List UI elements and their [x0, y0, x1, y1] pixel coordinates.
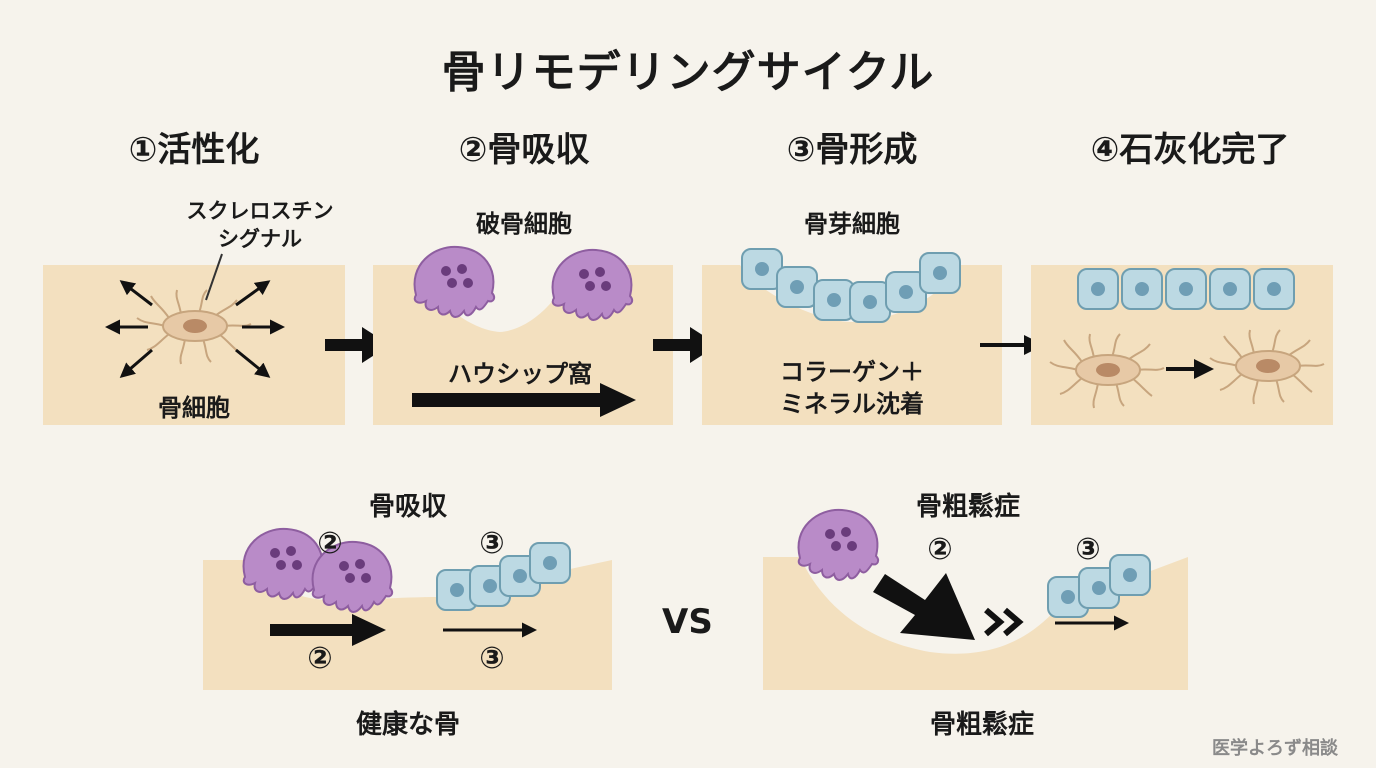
panel-formation: [702, 248, 1002, 425]
pit-arrow: [412, 383, 636, 417]
collagen-label: コラーゲン＋: [780, 358, 924, 386]
sclerostin-label: スクレロスチン: [186, 199, 334, 223]
osteoblast-label: 骨芽細胞: [804, 210, 900, 238]
step-3-label: ③骨形成: [786, 130, 918, 170]
page-title: 骨リモデリングサイクル: [441, 47, 935, 98]
chevron-icon: [984, 607, 1024, 637]
healthy-top-label: 骨吸収: [368, 492, 447, 522]
healthy-bone-panel: [203, 527, 612, 690]
osteoporosis-top-label: 骨粗鬆症: [915, 492, 1020, 522]
panel-mineralization: [1031, 265, 1333, 425]
credit: 医学よろず相談: [1212, 738, 1338, 759]
howship-lacuna-label: ハウシップ窩: [448, 360, 592, 388]
mineral-deposit-label: ミネラル沈着: [780, 390, 924, 418]
osteoporosis-resorption-arrow: [873, 573, 975, 640]
step-2-label: ②骨吸収: [458, 130, 590, 170]
osteoporosis-panel: [763, 508, 1188, 690]
osteoporosis-bottom-label: 骨粗鬆症: [929, 710, 1034, 740]
flow-arrow-2: [653, 327, 718, 363]
healthy-bone-label: 健康な骨: [355, 710, 460, 740]
healthy-formation-mark: ③: [479, 641, 505, 676]
panel-resorption: [373, 245, 673, 425]
healthy-resorption-mark: ②: [307, 641, 333, 676]
panel-activation: [43, 253, 345, 425]
healthy-resorption-mark-top: ②: [317, 526, 343, 561]
healthy-resorption-arrow: [270, 614, 386, 646]
osteocyte-label: 骨細胞: [158, 394, 230, 422]
healthy-formation-mark-top: ③: [479, 526, 505, 561]
osteoporosis-formation-mark: ③: [1075, 532, 1101, 567]
step-1-label: ①活性化: [128, 130, 260, 170]
step-4-label: ④石灰化完了: [1090, 130, 1290, 170]
osteoporosis-resorption-mark: ②: [927, 532, 953, 567]
signal-label: シグナル: [218, 227, 302, 251]
vs-label: VS: [662, 602, 713, 642]
osteoclast-label: 破骨細胞: [476, 210, 572, 238]
